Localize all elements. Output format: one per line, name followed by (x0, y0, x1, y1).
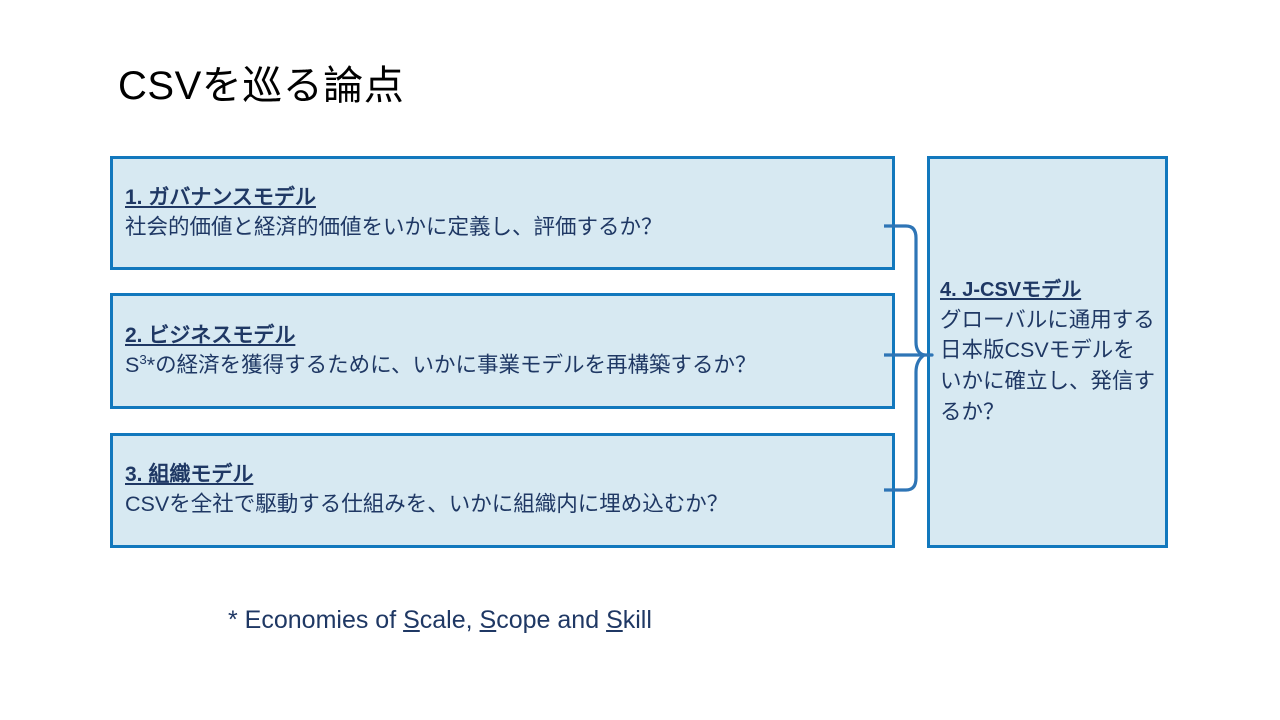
footnote-underline-s1: S (403, 606, 420, 634)
box-heading-row: 2. ビジネスモデル (125, 322, 880, 350)
body-text-suffix: *の経済を獲得するために、いかに事業モデルを再構築するか？ (146, 352, 757, 377)
footnote-segment-2: cale, (419, 606, 480, 634)
superscript-three: 3 (139, 351, 147, 367)
footnote-underline-s3: S (606, 606, 623, 634)
concept-box-body: 社会的価値と経済的価値をいかに定義し、評価するか？ (125, 214, 663, 239)
concept-box-heading: 4. J-CSVモデル (940, 278, 1082, 301)
box-heading-row: 3. 組織モデル (125, 461, 880, 489)
concept-box-governance-model[interactable]: 1. ガバナンスモデル 社会的価値と経済的価値をいかに定義し、評価するか？ (110, 156, 895, 270)
footnote-segment-1: Economies of (237, 606, 404, 634)
footnote: * Economies of Scale, Scope and Skill (228, 604, 652, 637)
footnote-segment-3: cope and (496, 606, 607, 634)
body-text-prefix: S (125, 352, 140, 377)
concept-box-heading: 3. 組織モデル (125, 463, 254, 486)
concept-box-heading: 1. ガバナンスモデル (125, 185, 316, 209)
footnote-segment-4: kill (622, 606, 652, 634)
concept-box-organization-model[interactable]: 3. 組織モデル CSVを全社で駆動する仕組みを、いかに組織内に埋め込むか？ (110, 433, 895, 548)
concept-box-body: S3*の経済を獲得するために、いかに事業モデルを再構築するか？ (125, 351, 880, 381)
box-heading-row: 1. ガバナンスモデル (125, 184, 880, 212)
concept-box-body: CSVを全社で駆動する仕組みを、いかに組織内に埋め込むか？ (125, 492, 729, 517)
page-title: CSVを巡る論点 (118, 64, 405, 108)
footnote-marker: * (228, 606, 238, 634)
concept-box-j-csv-model[interactable]: 4. J-CSVモデル グローバルに通用する日本版CSVモデルをいかに確立し、発… (927, 156, 1168, 548)
concept-box-body: グローバルに通用する日本版CSVモデルをいかに確立し、発信するか？ (940, 307, 1156, 424)
footnote-underline-s2: S (479, 606, 497, 634)
concept-box-business-model[interactable]: 2. ビジネスモデル S3*の経済を獲得するために、いかに事業モデルを再構築する… (110, 293, 895, 409)
box-heading-row: 4. J-CSVモデル (940, 277, 1155, 304)
concept-box-heading: 2. ビジネスモデル (125, 323, 296, 347)
